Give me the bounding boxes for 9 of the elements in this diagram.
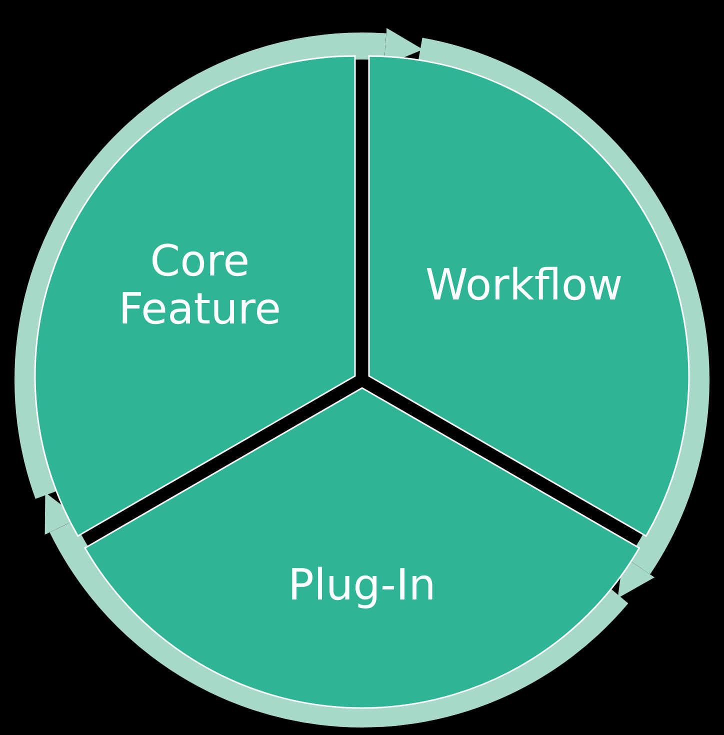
- curved-arrow: [43, 494, 628, 728]
- pie-sector: [35, 56, 356, 536]
- pie-sector: [368, 56, 689, 536]
- sector-label: Workflow: [424, 262, 624, 310]
- pie-sector: [84, 388, 640, 708]
- curved-arrow: [14, 28, 424, 498]
- sector-label: Core Feature: [118, 239, 282, 334]
- sector-label: Plug-In: [287, 562, 437, 610]
- curved-arrow: [416, 38, 710, 600]
